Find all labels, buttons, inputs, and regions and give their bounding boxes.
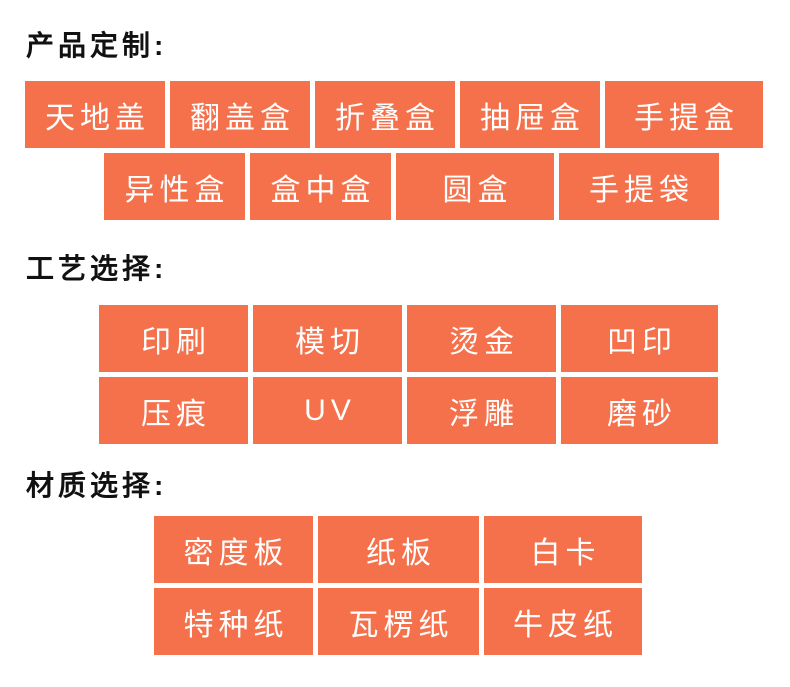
process-option-button[interactable]: 印刷 bbox=[99, 305, 248, 372]
product-option-button[interactable]: 手提盒 bbox=[605, 81, 763, 148]
product-button-row-1: 天地盖 翻盖盒 折叠盒 抽屉盒 手提盒 bbox=[25, 81, 790, 148]
material-option-button[interactable]: 特种纸 bbox=[154, 588, 313, 655]
process-option-button[interactable]: 烫金 bbox=[407, 305, 556, 372]
product-option-button[interactable]: 抽屉盒 bbox=[460, 81, 600, 148]
process-option-button[interactable]: 凹印 bbox=[561, 305, 718, 372]
product-option-button[interactable]: 异性盒 bbox=[104, 153, 245, 220]
material-button-row-2: 特种纸 瓦楞纸 牛皮纸 bbox=[154, 588, 790, 655]
material-option-button[interactable]: 密度板 bbox=[154, 516, 313, 583]
process-button-row-2: 压痕 UV 浮雕 磨砂 bbox=[99, 377, 790, 444]
process-option-button[interactable]: 模切 bbox=[253, 305, 402, 372]
product-option-button[interactable]: 圆盒 bbox=[396, 153, 554, 220]
section-heading-material-selection: 材质选择: bbox=[26, 470, 168, 501]
section-heading-process-selection: 工艺选择: bbox=[26, 253, 168, 284]
product-option-button[interactable]: 天地盖 bbox=[25, 81, 165, 148]
process-button-row-1: 印刷 模切 烫金 凹印 bbox=[99, 305, 790, 372]
material-option-button[interactable]: 纸板 bbox=[318, 516, 479, 583]
process-option-button[interactable]: 磨砂 bbox=[561, 377, 718, 444]
process-option-button[interactable]: 压痕 bbox=[99, 377, 248, 444]
product-option-button[interactable]: 盒中盒 bbox=[250, 153, 391, 220]
product-option-button[interactable]: 翻盖盒 bbox=[170, 81, 310, 148]
product-option-button[interactable]: 折叠盒 bbox=[315, 81, 455, 148]
product-button-row-2: 异性盒 盒中盒 圆盒 手提袋 bbox=[104, 153, 790, 220]
section-heading-product-customization: 产品定制: bbox=[26, 30, 168, 61]
process-option-button[interactable]: 浮雕 bbox=[407, 377, 556, 444]
material-option-button[interactable]: 牛皮纸 bbox=[484, 588, 642, 655]
product-option-button[interactable]: 手提袋 bbox=[559, 153, 719, 220]
material-option-button[interactable]: 瓦楞纸 bbox=[318, 588, 479, 655]
material-option-button[interactable]: 白卡 bbox=[484, 516, 642, 583]
process-option-button[interactable]: UV bbox=[253, 377, 402, 444]
material-button-row-1: 密度板 纸板 白卡 bbox=[154, 516, 790, 583]
